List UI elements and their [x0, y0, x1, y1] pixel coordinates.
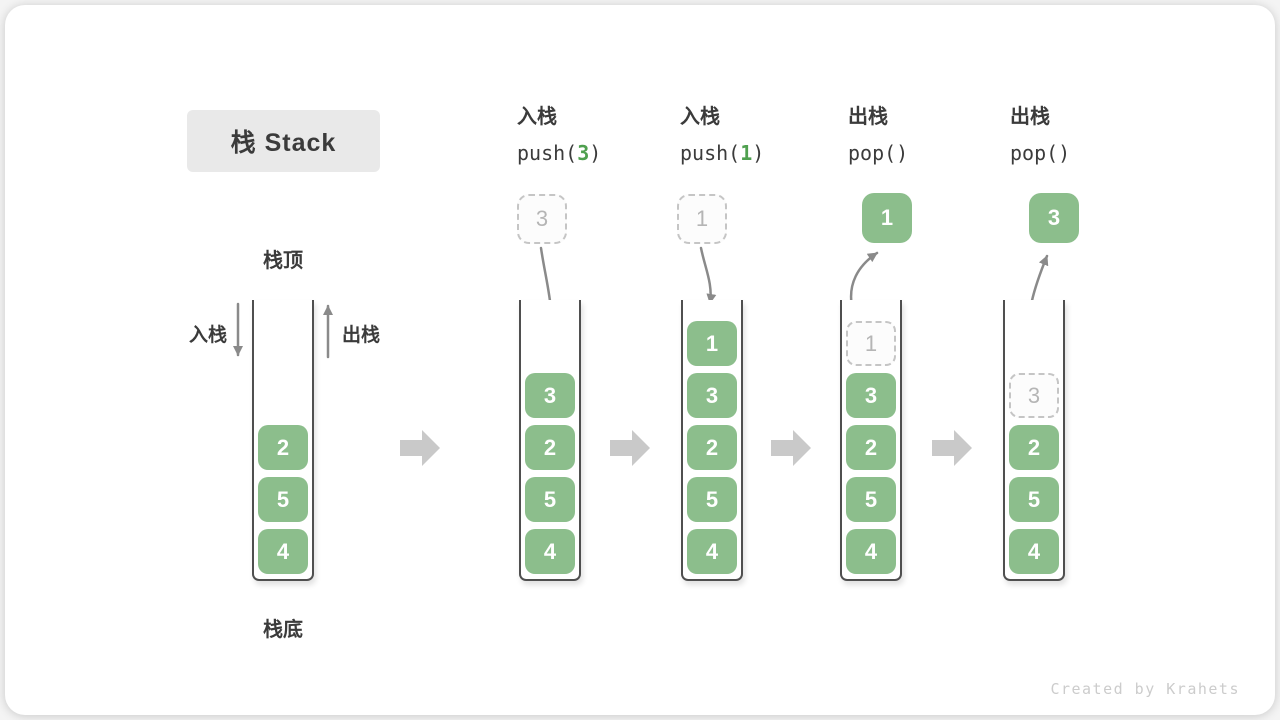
operation-code: pop() — [848, 141, 909, 165]
stack-item: 4 — [525, 529, 575, 574]
pushed-value-box: 1 — [677, 194, 727, 244]
operation-code: push(1) — [680, 141, 765, 165]
stack-item: 3 — [846, 373, 896, 418]
stack-item: 5 — [525, 477, 575, 522]
operation-code: push(3) — [517, 141, 602, 165]
stack-item: 3 — [687, 373, 737, 418]
push-side-label: 入栈 — [188, 325, 227, 346]
stack-item: 5 — [846, 477, 896, 522]
operation-argument: 3 — [577, 141, 590, 165]
stack-item: 2 — [258, 425, 308, 470]
operation-label-4: 出栈 pop() — [1010, 103, 1180, 166]
watermark: Created by Krahets — [1050, 680, 1240, 698]
stack-item: 5 — [258, 477, 308, 522]
stack-item: 5 — [687, 477, 737, 522]
popped-value-box: 1 — [862, 193, 912, 243]
popped-value-box: 3 — [1029, 193, 1079, 243]
stack-item: 2 — [1009, 425, 1059, 470]
stack-top-label: 栈顶 — [263, 250, 303, 272]
operation-argument: 1 — [740, 141, 753, 165]
stack-item: 5 — [1009, 477, 1059, 522]
pop-side-label: 出栈 — [342, 325, 381, 346]
stack-bottom-label: 栈底 — [263, 619, 303, 641]
stack-item: 2 — [687, 425, 737, 470]
stack-item: 1 — [687, 321, 737, 366]
title-badge: 栈 Stack — [187, 110, 380, 172]
stack-item: 4 — [846, 529, 896, 574]
stack-item: 4 — [258, 529, 308, 574]
operation-name: 出栈 — [848, 106, 888, 128]
stack-item: 3 — [525, 373, 575, 418]
operation-label-1: 入栈 push(3) — [517, 103, 687, 166]
stack-item-ghost: 3 — [1009, 373, 1059, 418]
operation-label-2: 入栈 push(1) — [680, 103, 850, 166]
stack-item: 2 — [525, 425, 575, 470]
operation-label-3: 出栈 pop() — [848, 103, 1018, 166]
operation-name: 入栈 — [680, 106, 720, 128]
stack-item: 4 — [687, 529, 737, 574]
operation-name: 出栈 — [1010, 106, 1050, 128]
operation-name: 入栈 — [517, 106, 557, 128]
operation-code: pop() — [1010, 141, 1071, 165]
stack-item-ghost: 1 — [846, 321, 896, 366]
pushed-value-box: 3 — [517, 194, 567, 244]
stack-item: 2 — [846, 425, 896, 470]
stack-item: 4 — [1009, 529, 1059, 574]
